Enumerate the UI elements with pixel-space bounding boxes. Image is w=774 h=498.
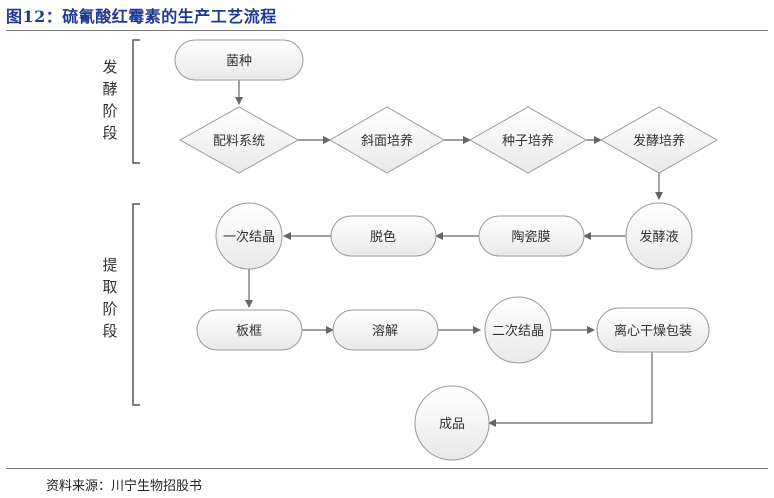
node-slant-culture-label: 斜面培养 (361, 133, 413, 149)
node-plate-frame: 板框 (196, 309, 303, 351)
bottom-rule (6, 468, 768, 469)
node-seed-culture: 种子培养 (468, 106, 588, 174)
top-rule (6, 30, 768, 31)
node-dissolution-label: 溶解 (372, 324, 398, 339)
node-first-crystallization-label: 一次结晶 (223, 229, 275, 245)
node-fermentation-broth-label: 发酵液 (639, 229, 678, 245)
node-second-crystallization-label: 二次结晶 (492, 323, 544, 339)
phase-label-fermentation: 发酵阶段 (102, 58, 118, 142)
node-batching-label: 配料系统 (213, 134, 265, 149)
node-fermentation-broth: 发酵液 (625, 202, 693, 270)
node-plate-frame-label: 板框 (236, 324, 262, 339)
node-centrifugal-drying-packaging: 离心干燥包装 (596, 307, 710, 353)
node-second-crystallization: 二次结晶 (484, 296, 552, 364)
figure-title: 图12：硫氰酸红霉素的生产工艺流程 (6, 7, 277, 26)
node-finished-product-label: 成品 (439, 417, 465, 432)
node-dissolution: 溶解 (332, 309, 439, 351)
node-fermentation-culture: 发酵培养 (599, 106, 719, 174)
extraction-phase-bracket (132, 203, 140, 406)
node-seed-culture-label: 种子培养 (502, 133, 554, 149)
arrow-drying-to-product (488, 352, 653, 427)
figure-source: 资料来源：川宁生物招股书 (46, 479, 203, 494)
node-decolorization-label: 脱色 (370, 229, 396, 245)
node-ceramic-membrane: 陶瓷膜 (478, 215, 585, 257)
node-fermentation-culture-label: 发酵培养 (633, 133, 685, 149)
node-finished-product: 成品 (414, 385, 490, 461)
node-strain-label: 菌种 (226, 54, 252, 69)
node-first-crystallization: 一次结晶 (215, 202, 283, 270)
node-slant-culture: 斜面培养 (329, 106, 445, 174)
node-decolorization: 脱色 (330, 215, 437, 257)
node-batching: 配料系统 (178, 106, 300, 174)
fermentation-phase-bracket (132, 39, 140, 164)
phase-label-extraction: 提取阶段 (102, 256, 118, 340)
node-ceramic-membrane-label: 陶瓷膜 (511, 229, 550, 245)
node-strain: 菌种 (174, 39, 304, 81)
node-centrifugal-drying-packaging-label: 离心干燥包装 (614, 323, 692, 339)
